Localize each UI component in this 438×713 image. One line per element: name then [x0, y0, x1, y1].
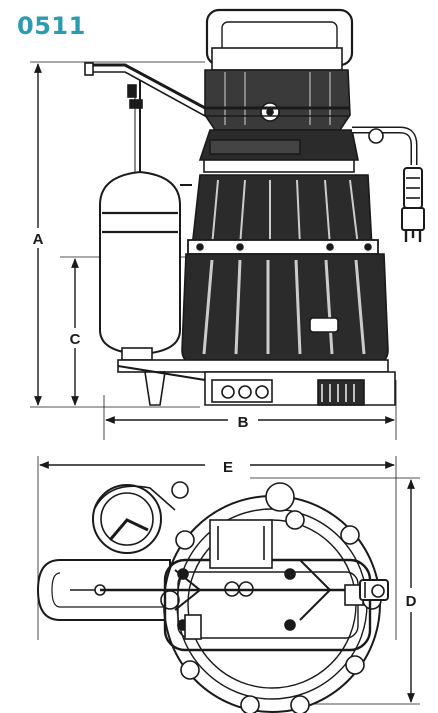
- top-handle: [205, 8, 354, 71]
- power-cord: [352, 126, 425, 242]
- float-arm: [84, 62, 350, 175]
- motor-housing: [198, 69, 359, 173]
- pump-body: [117, 174, 396, 406]
- cord-top-view: [359, 579, 389, 601]
- dimension-c-label: C: [70, 331, 81, 348]
- motor-top-view: [100, 482, 382, 713]
- switch-gauge: [92, 481, 189, 554]
- pump-side-view: [30, 8, 425, 440]
- model-number-title: 0511: [17, 12, 86, 40]
- dimension-a-label: A: [33, 231, 44, 248]
- dimension-d-label: D: [406, 593, 417, 610]
- dimension-b-label: B: [238, 414, 249, 431]
- dimension-e-label: E: [223, 459, 233, 476]
- pump-top-view: [36, 456, 420, 713]
- float-bulb: [99, 170, 192, 361]
